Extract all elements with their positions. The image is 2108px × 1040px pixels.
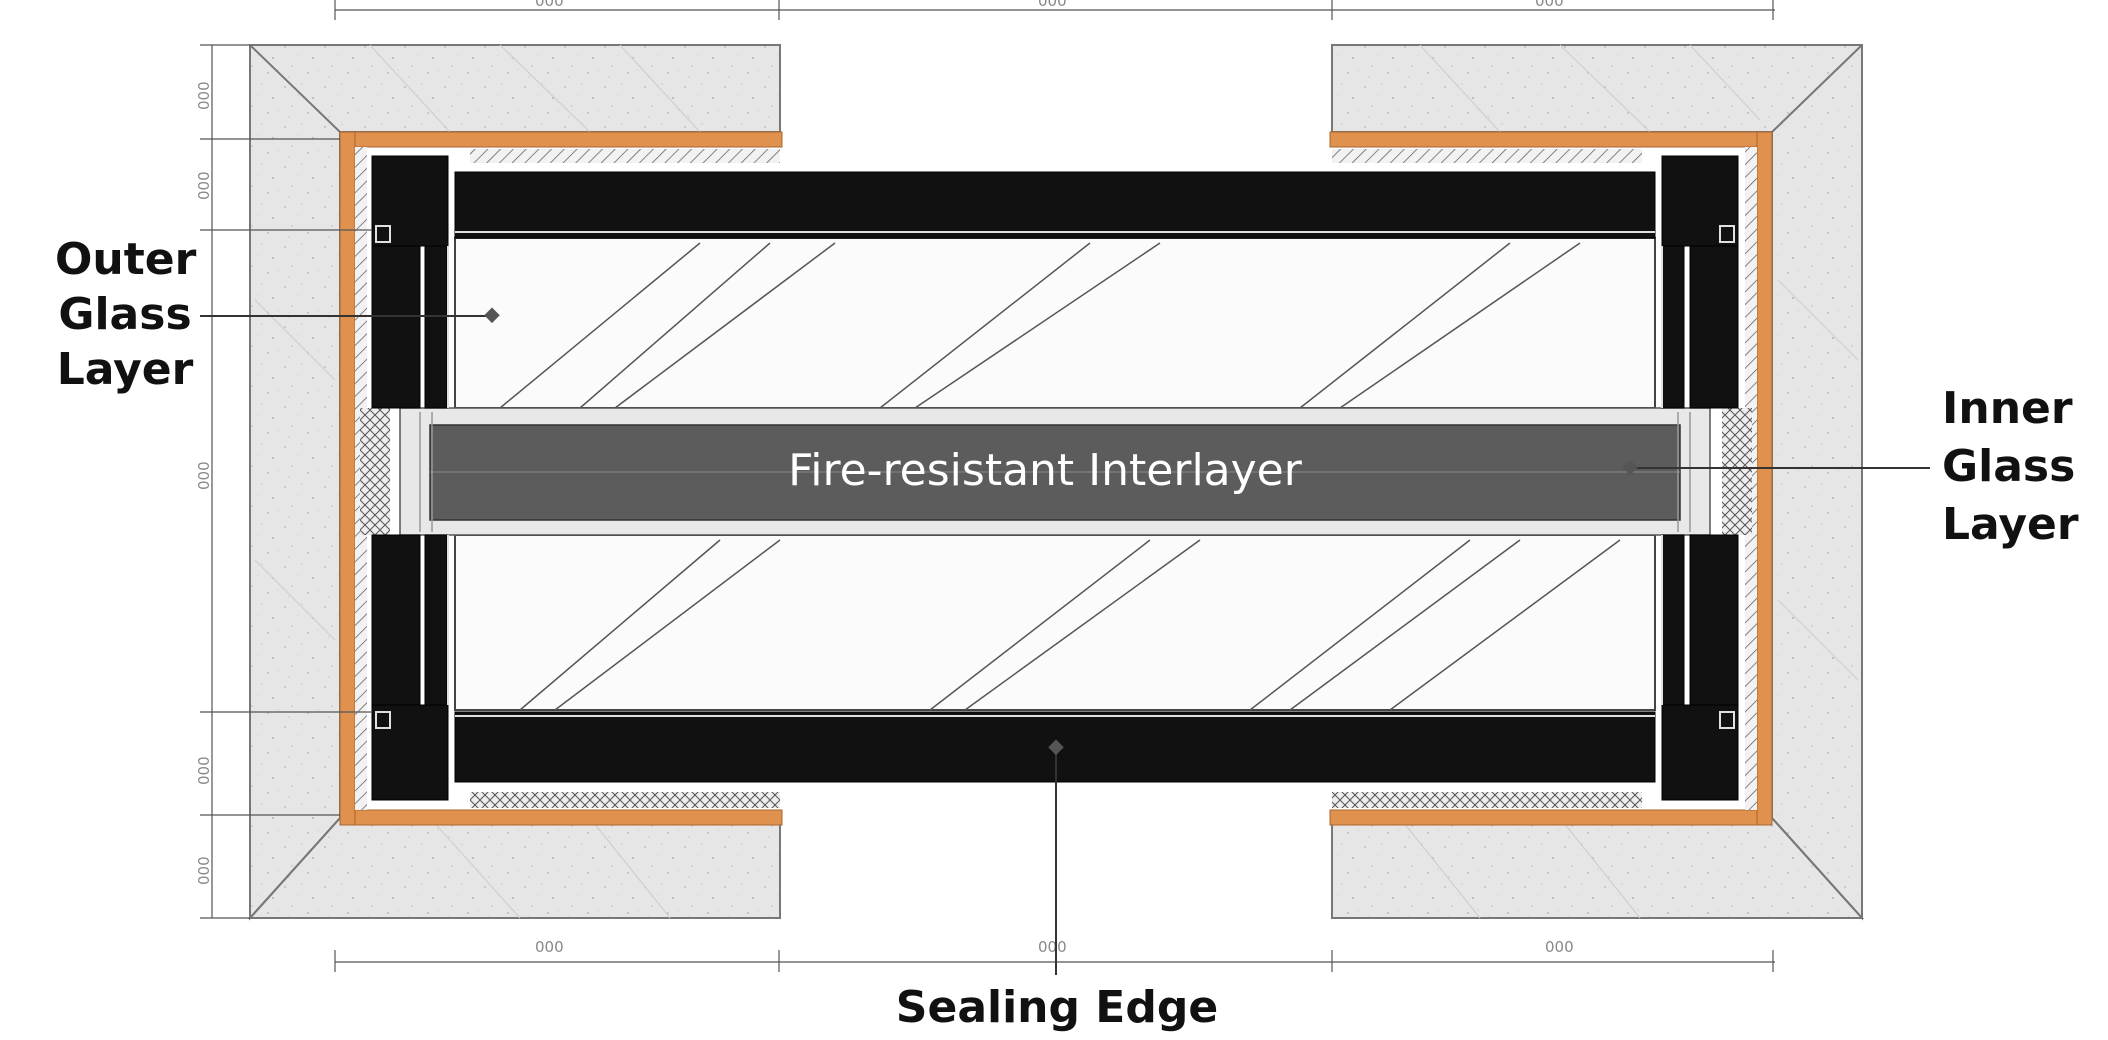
outer-glass-label-line-1: Outer bbox=[55, 234, 197, 285]
inner-glass-label: Inner Glass Layer bbox=[1942, 380, 2102, 554]
dim-left-5: 000 bbox=[195, 856, 213, 885]
dim-left-2: 000 bbox=[195, 171, 213, 200]
dim-bottom-3: 000 bbox=[1545, 938, 1574, 956]
dim-left-4: 000 bbox=[195, 756, 213, 785]
dim-bottom-1: 000 bbox=[535, 938, 564, 956]
concrete-wall bbox=[247, 44, 1865, 921]
inner-glass-label-line-1: Inner bbox=[1942, 383, 2073, 434]
fire-resistant-interlayer bbox=[360, 407, 1752, 536]
dim-top-2: 000 bbox=[1038, 0, 1067, 10]
inner-glass-label-line-3: Layer bbox=[1942, 499, 2079, 550]
interlayer-label: Fire-resistant Interlayer bbox=[788, 445, 1303, 496]
sealing-edge-marker bbox=[1048, 739, 1064, 756]
dim-left-3: 000 bbox=[195, 461, 213, 490]
outer-glass-marker bbox=[484, 307, 500, 324]
dim-left-1: 000 bbox=[195, 81, 213, 110]
insulation-hatch bbox=[355, 147, 1757, 810]
dim-top-1: 000 bbox=[535, 0, 564, 10]
dim-top-3: 000 bbox=[1535, 0, 1564, 10]
outer-glass-label: Outer Glass Layer bbox=[55, 232, 197, 397]
dim-bottom-2: 000 bbox=[1038, 938, 1067, 956]
inner-glass-label-line-2: Glass bbox=[1942, 441, 2076, 492]
leader-lines bbox=[200, 307, 1930, 975]
outer-glass-label-line-3: Layer bbox=[56, 344, 194, 395]
orange-frame bbox=[339, 131, 1773, 826]
inner-glass-pane bbox=[454, 534, 1656, 711]
sealing-edge-label: Sealing Edge bbox=[895, 982, 1219, 1033]
profile-clips bbox=[375, 225, 1735, 729]
inner-glass-marker bbox=[1622, 459, 1638, 476]
outer-glass-pane bbox=[454, 237, 1656, 409]
outer-glass-label-line-2: Glass bbox=[58, 289, 192, 340]
